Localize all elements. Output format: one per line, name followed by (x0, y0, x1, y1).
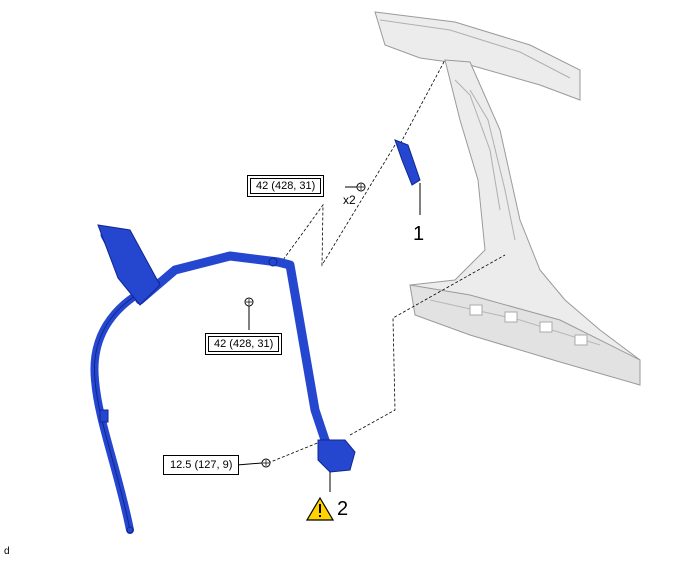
torque-spec-label: 42 (428, 31) (250, 178, 322, 194)
leader-retractor-bolt (267, 439, 326, 464)
leader-lines (267, 59, 506, 464)
callout-number-1: 1 (413, 223, 425, 245)
callout-lines (236, 183, 421, 492)
shoulder-anchor (394, 139, 421, 186)
anchor-cover (97, 224, 161, 306)
callout-number-2: 2 (337, 498, 349, 520)
bolt-icon (356, 182, 366, 192)
rocker-panel (409, 284, 641, 386)
leader-bolt-x2 (282, 144, 396, 267)
leader-anchor-to-pillar (397, 59, 446, 149)
bolt-quantity: x2 (343, 193, 356, 207)
belt-lower-strap (90, 278, 164, 534)
bolts (244, 182, 366, 468)
leader-retractor-to-pillar (349, 254, 506, 436)
body-structure (374, 11, 641, 386)
retractor (317, 439, 356, 473)
seat-belt-assembly (90, 139, 421, 534)
torque-spec-retractor-bolt: 12.5 (127, 9) (163, 455, 240, 475)
roof-rail (374, 11, 581, 101)
bolt-icon (261, 458, 271, 468)
torque-spec-label: 12.5 (127, 9) (170, 459, 233, 471)
torque-spec-label: 42 (428, 31) (208, 336, 280, 352)
caution-icon (305, 496, 335, 521)
torque-spec-anchor-bolt: 42 (428, 31) (205, 333, 283, 355)
bolt-icon (244, 297, 254, 307)
torque-spec-upper-bolt: 42 (428, 31) (247, 175, 325, 197)
figure-id: d (4, 546, 10, 557)
